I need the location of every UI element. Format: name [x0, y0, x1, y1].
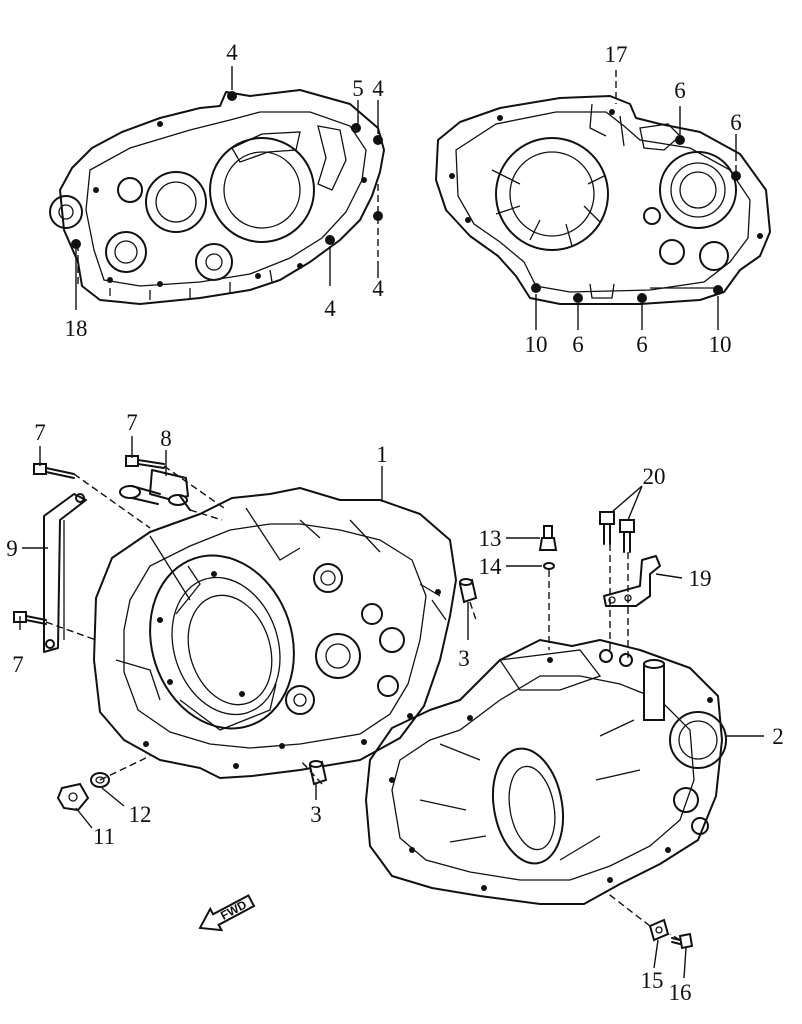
top-right-crankcase-view: [435, 95, 771, 305]
callout-3-upper: 3: [458, 646, 470, 671]
right-crankcase-part-2: [365, 639, 727, 905]
dowel-part-3-lower: [308, 760, 328, 786]
callout-6-bottom-left: 6: [572, 332, 584, 357]
callout-6-top-left: 6: [674, 78, 686, 103]
callout-18: 18: [65, 316, 88, 341]
callout-2: 2: [772, 724, 784, 749]
bolts-part-20: [599, 511, 635, 553]
callout-13: 13: [479, 526, 502, 551]
callout-5: 5: [352, 76, 364, 101]
bolt-part-11: [56, 782, 90, 812]
callout-14: 14: [479, 554, 503, 579]
callout-4-top-left: 4: [226, 40, 238, 65]
fwd-arrow-icon: FWD: [198, 894, 256, 932]
callout-9: 9: [6, 536, 18, 561]
callout-16: 16: [669, 980, 692, 1005]
callout-1: 1: [376, 442, 388, 467]
bolt-part-7-lower: [13, 611, 47, 625]
callout-8: 8: [160, 426, 172, 451]
leader-lines: [19, 66, 764, 979]
callout-3-lower: 3: [310, 802, 322, 827]
o-ring-part-14: [543, 562, 555, 570]
callout-4-lower-right: 4: [372, 276, 384, 301]
callout-10-right: 10: [709, 332, 732, 357]
callout-11: 11: [93, 824, 115, 849]
plate-part-8: [119, 469, 191, 511]
bolt-part-16: [671, 932, 694, 950]
callout-19: 19: [689, 566, 712, 591]
callout-7-lower: 7: [12, 652, 24, 677]
callout-labels: 4 5 4 4 4 18 17 6 6 10 6 6 10 7 7 8 1 9 …: [6, 40, 784, 1005]
callout-15: 15: [641, 968, 664, 993]
callout-10-left: 10: [525, 332, 548, 357]
callout-20: 20: [643, 464, 666, 489]
callout-4-top-right: 4: [372, 76, 384, 101]
callout-6-top-right: 6: [730, 110, 742, 135]
bolt-part-7-upper-left: [33, 463, 75, 479]
callout-6-bottom-right: 6: [636, 332, 648, 357]
callout-7-upper-left: 7: [34, 420, 46, 445]
callout-12: 12: [129, 802, 152, 827]
callout-4-lower-middle: 4: [324, 296, 336, 321]
top-left-crankcase-view: [49, 89, 385, 305]
bracket-part-9: [43, 493, 87, 653]
dowel-part-3-upper: [458, 578, 478, 604]
callout-7-upper: 7: [126, 410, 138, 435]
left-crankcase-part-1: [93, 487, 457, 779]
washer-part-15: [648, 918, 670, 942]
breather-part-13: [538, 525, 558, 551]
assembly-dashed-lines: [45, 70, 737, 941]
clamp-part-19: [603, 555, 661, 607]
callout-17: 17: [605, 42, 628, 67]
